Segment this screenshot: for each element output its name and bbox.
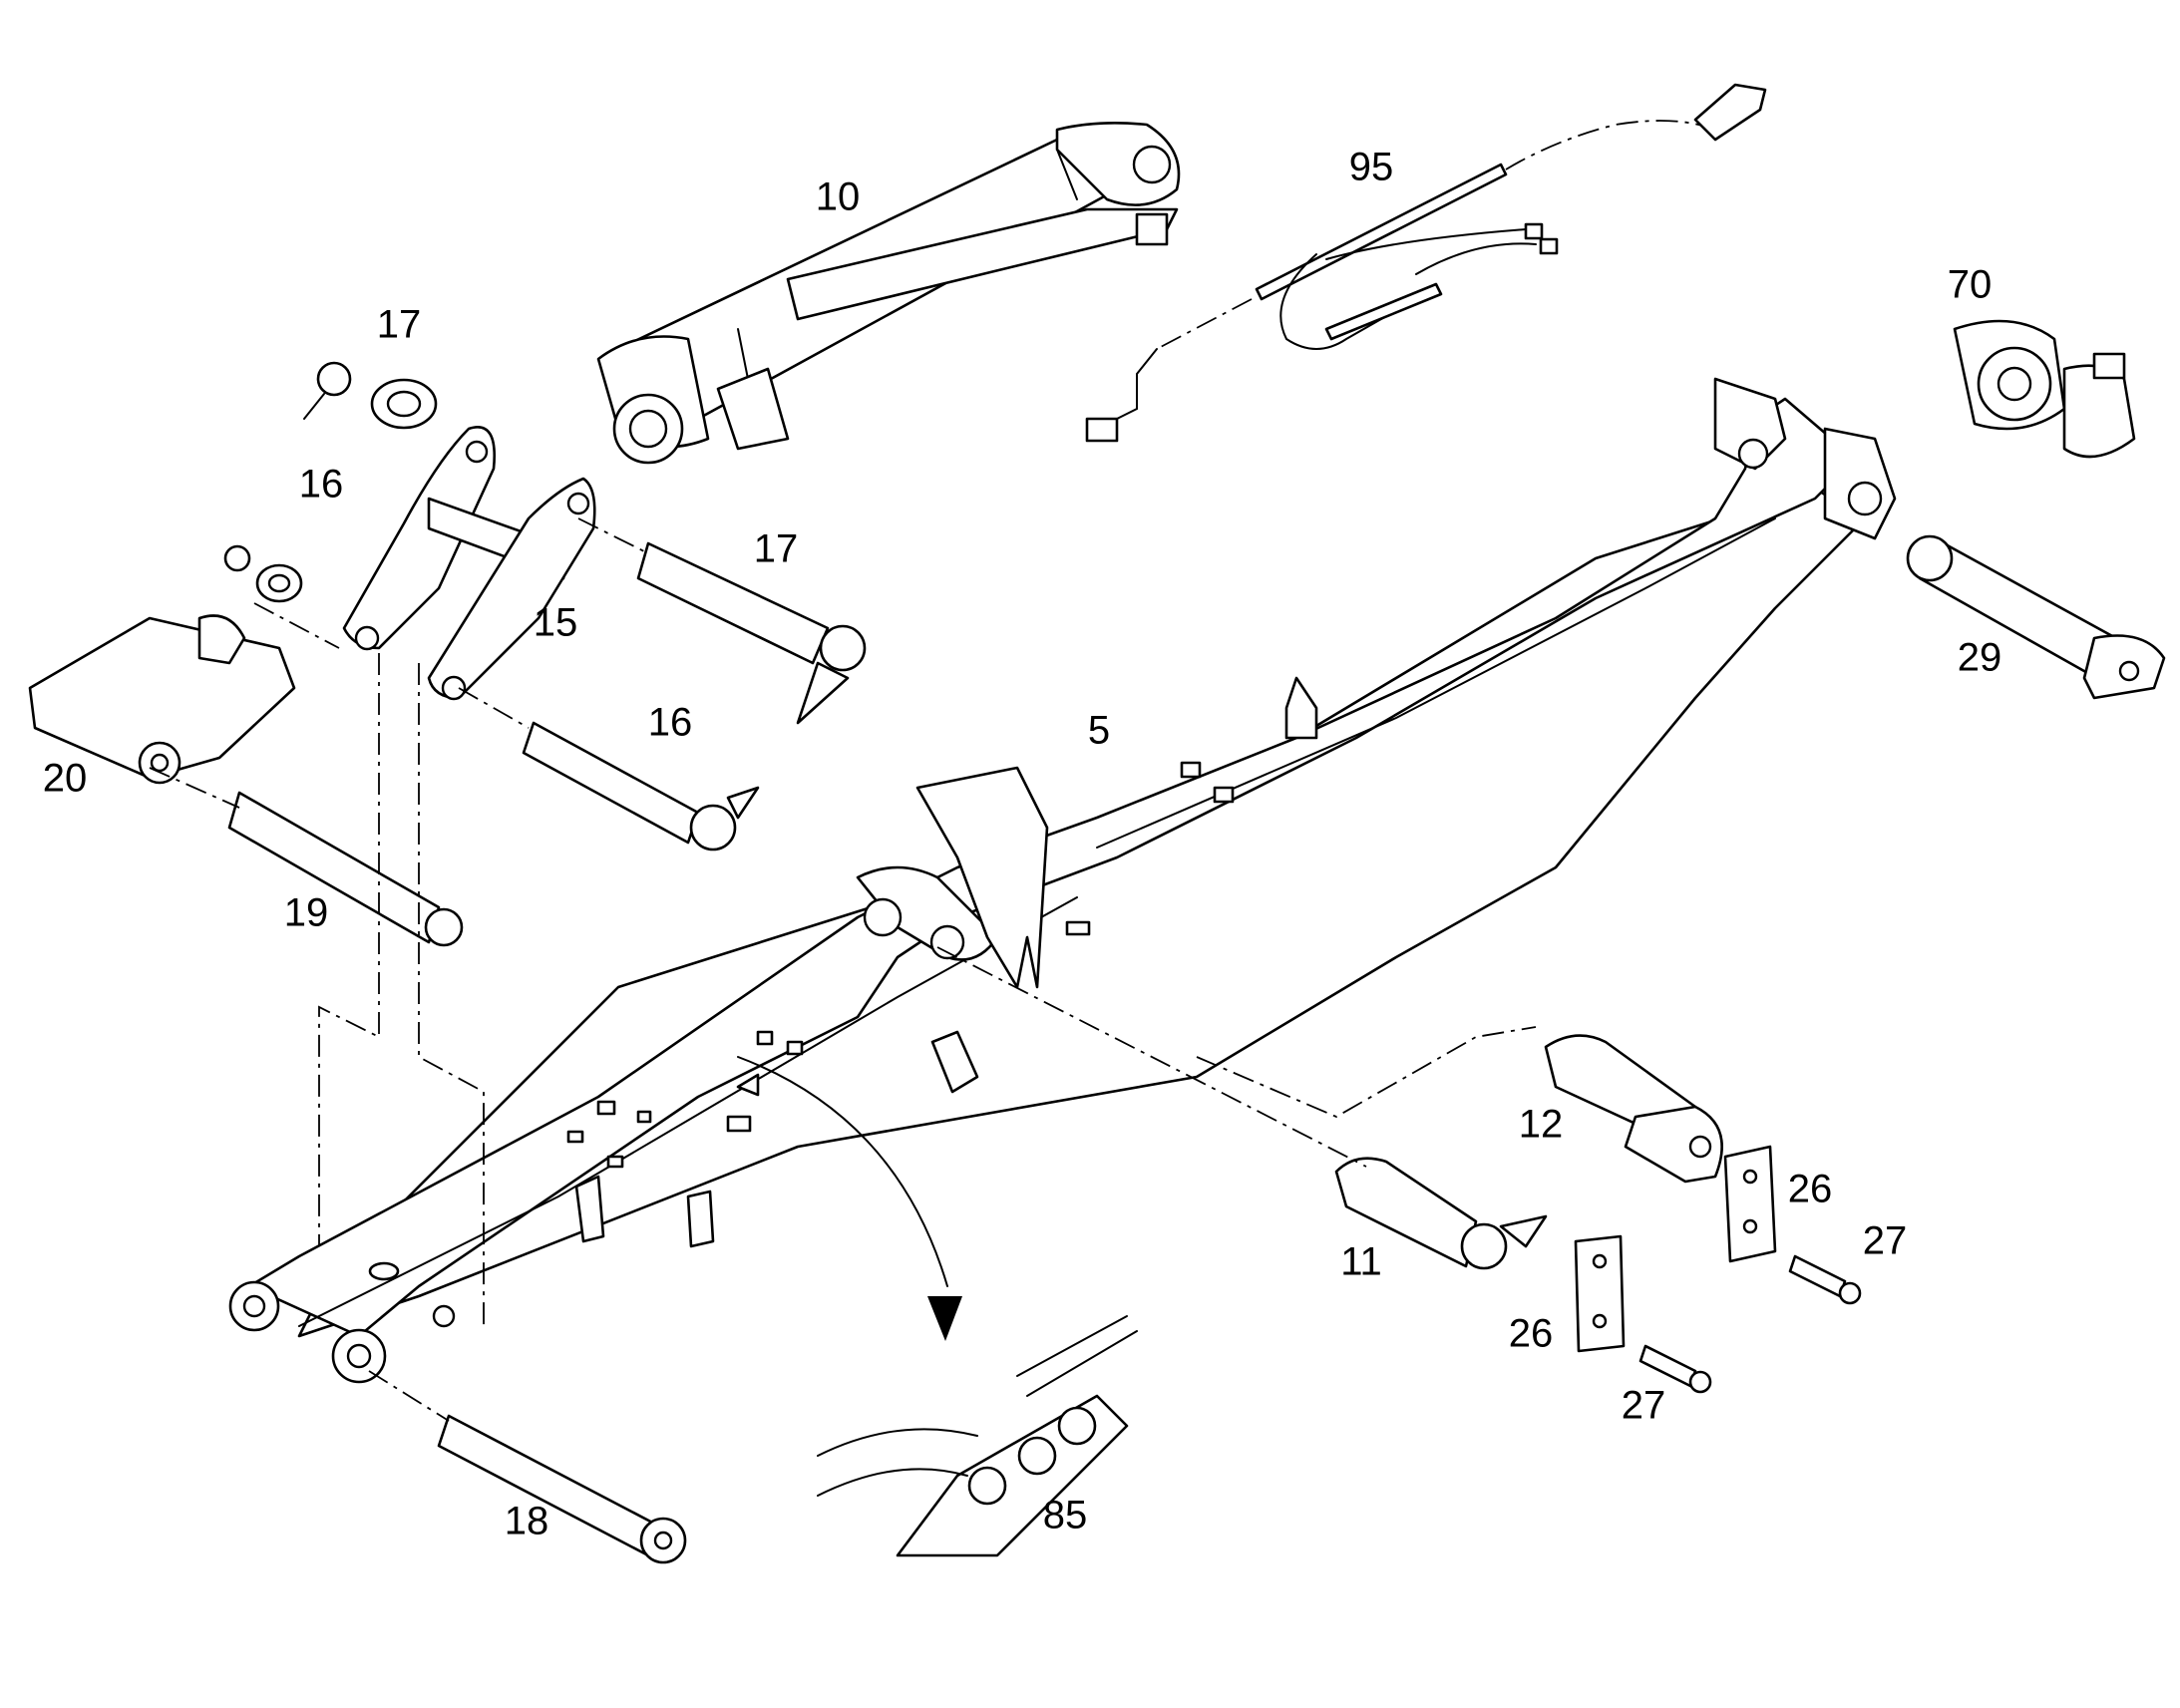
- callout-5: 5: [1088, 709, 1110, 753]
- callout-16: 16: [299, 463, 344, 507]
- callout-70: 70: [1948, 263, 1993, 307]
- plate-part-26: [1574, 1145, 1777, 1353]
- callout-15: 15: [534, 601, 578, 645]
- callout-17: 17: [377, 303, 422, 347]
- assembly-lines: [149, 517, 1537, 1422]
- callout-29: 29: [1958, 636, 2002, 680]
- washer-part-16: [223, 544, 303, 603]
- cylinder-part-10: [596, 122, 1181, 465]
- callout-11: 11: [1340, 1240, 1382, 1284]
- callout-20: 20: [43, 757, 88, 801]
- boom-part-5: [228, 377, 1897, 1384]
- pin-part-16: [522, 721, 760, 852]
- pin-part-12: [1544, 1034, 1723, 1184]
- washer-part-17: [303, 361, 438, 430]
- callout-95: 95: [1349, 146, 1394, 189]
- link-plate-part-15: [342, 426, 596, 701]
- bracket-part-20: [28, 614, 296, 785]
- valve-block-part-85: [817, 1315, 1138, 1557]
- callout-12: 12: [1519, 1103, 1564, 1147]
- callout-18: 18: [505, 1500, 549, 1543]
- callout-19: 19: [284, 891, 329, 935]
- sensor-part-95: [1085, 83, 1767, 443]
- bolt-part-27: [1638, 1254, 1862, 1394]
- callout-27: 27: [1622, 1384, 1666, 1428]
- pin-part-11: [1334, 1157, 1548, 1270]
- pin-part-17: [636, 541, 867, 725]
- callout-26: 26: [1788, 1168, 1833, 1211]
- pin-part-19: [227, 791, 464, 947]
- callout-17: 17: [754, 527, 799, 571]
- callout-labels: 10 95 70 17 16 17 15 16 20 19 5 29 12 26…: [43, 146, 2002, 1543]
- pin-part-29: [1906, 534, 2166, 700]
- callout-26: 26: [1509, 1312, 1554, 1356]
- callout-27: 27: [1863, 1219, 1908, 1263]
- encoder-part-70: [1953, 319, 2136, 459]
- callout-16: 16: [648, 701, 693, 745]
- callout-85: 85: [1043, 1494, 1088, 1537]
- pin-part-18: [437, 1414, 687, 1564]
- callout-10: 10: [816, 175, 861, 219]
